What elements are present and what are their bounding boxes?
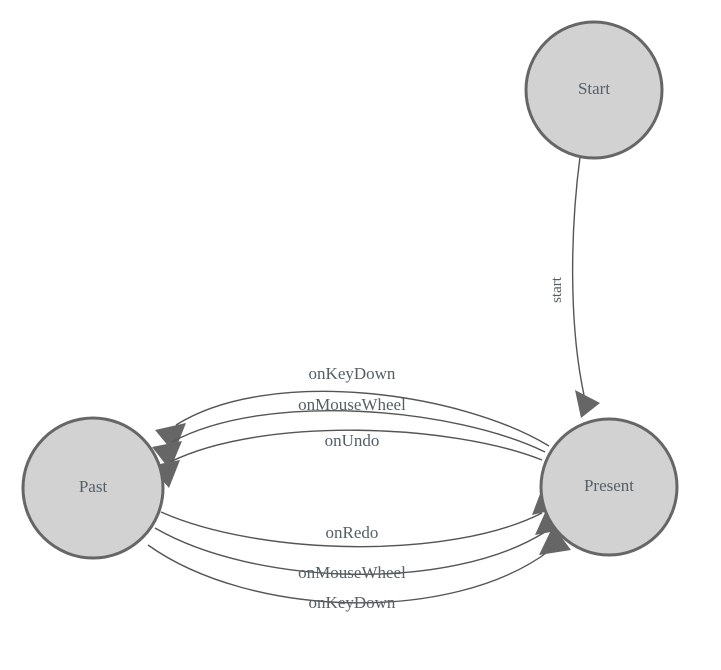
edge-start-path [571,156,585,396]
node-present-label: Present [584,476,634,495]
edge-present-past-key-path [175,390,550,447]
edge-present-to-past-onmousewheel[interactable]: onMouseWheel [152,395,546,470]
edge-start-arrowhead [575,390,600,418]
edge-past-present-key-path [147,544,550,604]
node-present[interactable]: Present [539,417,679,557]
edge-label-past-present-onredo: onRedo [326,523,379,542]
edge-past-to-present-onredo[interactable]: onRedo [160,486,562,548]
node-present-circle [539,417,679,557]
edge-label-past-present-onmousewheel: onMouseWheel [298,563,406,582]
edge-present-past-undo-path [169,429,543,463]
edge-label-present-past-onundo: onUndo [325,431,380,450]
node-start-circle [524,20,664,160]
edge-label-present-past-onmousewheel: onMouseWheel [298,395,406,414]
node-past-label: Past [79,477,108,496]
edge-present-to-past-onkeydown[interactable]: onKeyDown [155,364,550,453]
edge-present-past-wheel-path [171,410,546,453]
node-past-circle [21,416,165,560]
edge-label-past-present-onkeydown: onKeyDown [309,593,396,612]
edge-present-past-key-arrowhead [155,423,186,453]
edge-past-to-present-onkeydown[interactable]: onKeyDown [147,526,571,612]
edge-label-present-past-onkeydown: onKeyDown [309,364,396,383]
edge-past-present-key-arrowhead [539,526,571,555]
node-start-label: Start [578,79,610,98]
node-past[interactable]: Past [21,416,165,560]
edge-present-to-past-onundo[interactable]: onUndo [150,429,543,488]
edge-present-past-wheel-arrowhead [152,441,182,470]
edge-past-present-redo-path [160,511,543,548]
edge-start-to-present[interactable]: start [549,156,600,418]
node-start[interactable]: Start [524,20,664,160]
edge-label-start: start [549,276,565,303]
edge-past-to-present-onmousewheel[interactable]: onMouseWheel [154,506,566,582]
edge-past-present-wheel-path [154,527,546,576]
